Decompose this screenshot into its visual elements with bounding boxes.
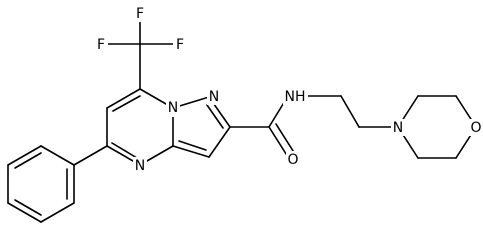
bond-c5-phenyl [73,145,108,166]
bond-carbonyl-o-double [275,123,296,155]
bond-ch2-ch2 [340,95,360,128]
atom-f-right: F [176,37,184,53]
bond-ph-5-6 [40,202,75,223]
bond-ph-1-2 [40,145,75,166]
bond-ph-2-3-double [14,152,42,169]
atom-o-morpholine: O [470,120,481,136]
bond-n4-c5-double [111,142,138,159]
bond-c3-c3a [172,145,210,158]
atom-n-pyrazole-bridge: N [168,100,178,116]
bond-ph-4-5 [7,202,42,223]
bond-carbonyl-o [268,126,289,158]
bond-n2-c2-double [206,104,224,129]
atom-f-top: F [136,6,144,22]
atom-f-left: F [97,37,105,53]
bond-c6-c7-double [112,95,141,112]
atom-nh-amide: NH [285,89,306,105]
bond-ph-2-3 [7,145,42,166]
molecule-structure: F F F N N N NH O N O [7,5,483,223]
atom-n-morpholine: N [393,120,403,136]
bond-c3-c3a-double [178,140,207,151]
bond-c2-c3 [208,126,231,158]
atom-n-pyrimidine: N [135,158,145,174]
atom-o-carbonyl: O [287,152,298,168]
atom-n-pyrazole: N [209,89,219,105]
bond-ph-4-5-double [14,199,42,216]
bond-c6-c7 [106,88,141,109]
